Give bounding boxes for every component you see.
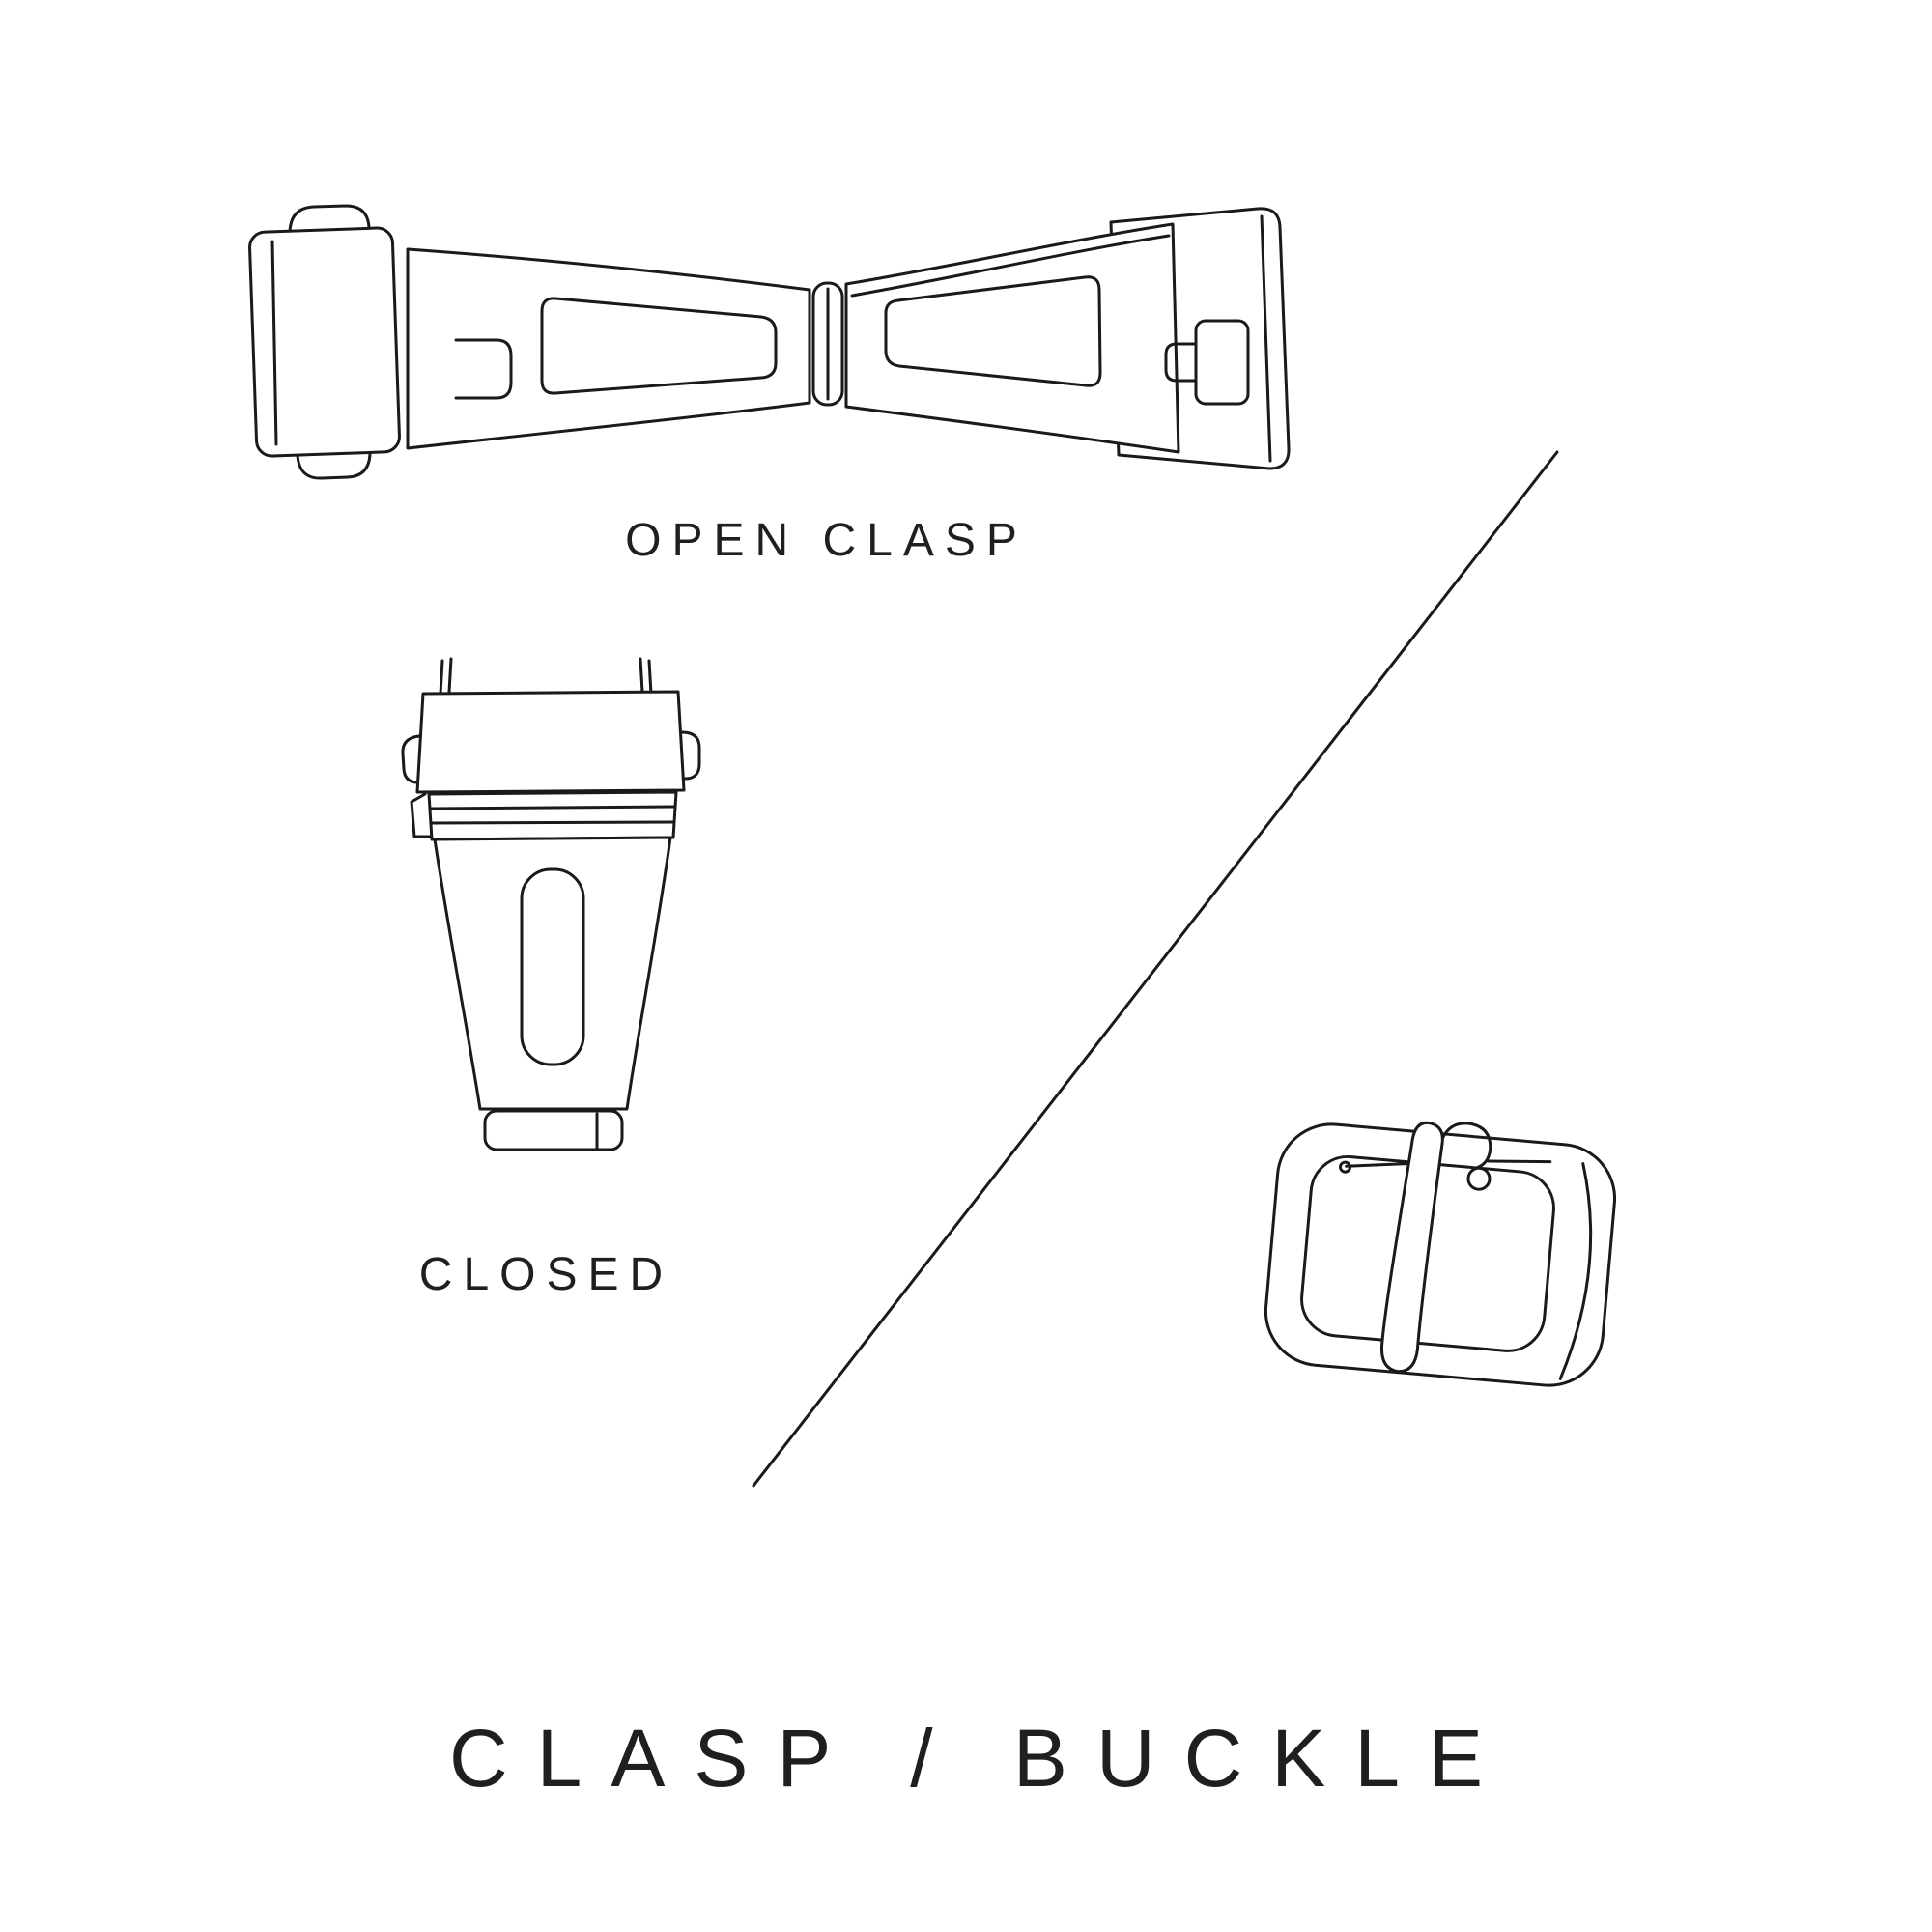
- page-title: CLASP / BUCKLE: [448, 1713, 1513, 1804]
- open-clasp-illustration: [248, 204, 1291, 480]
- open-clasp-label: OPEN CLASP: [625, 515, 1028, 566]
- closed-clasp-label: CLOSED: [418, 1249, 674, 1300]
- tang-buckle-illustration: [1264, 1121, 1617, 1387]
- closed-clasp-illustration: [401, 657, 701, 1151]
